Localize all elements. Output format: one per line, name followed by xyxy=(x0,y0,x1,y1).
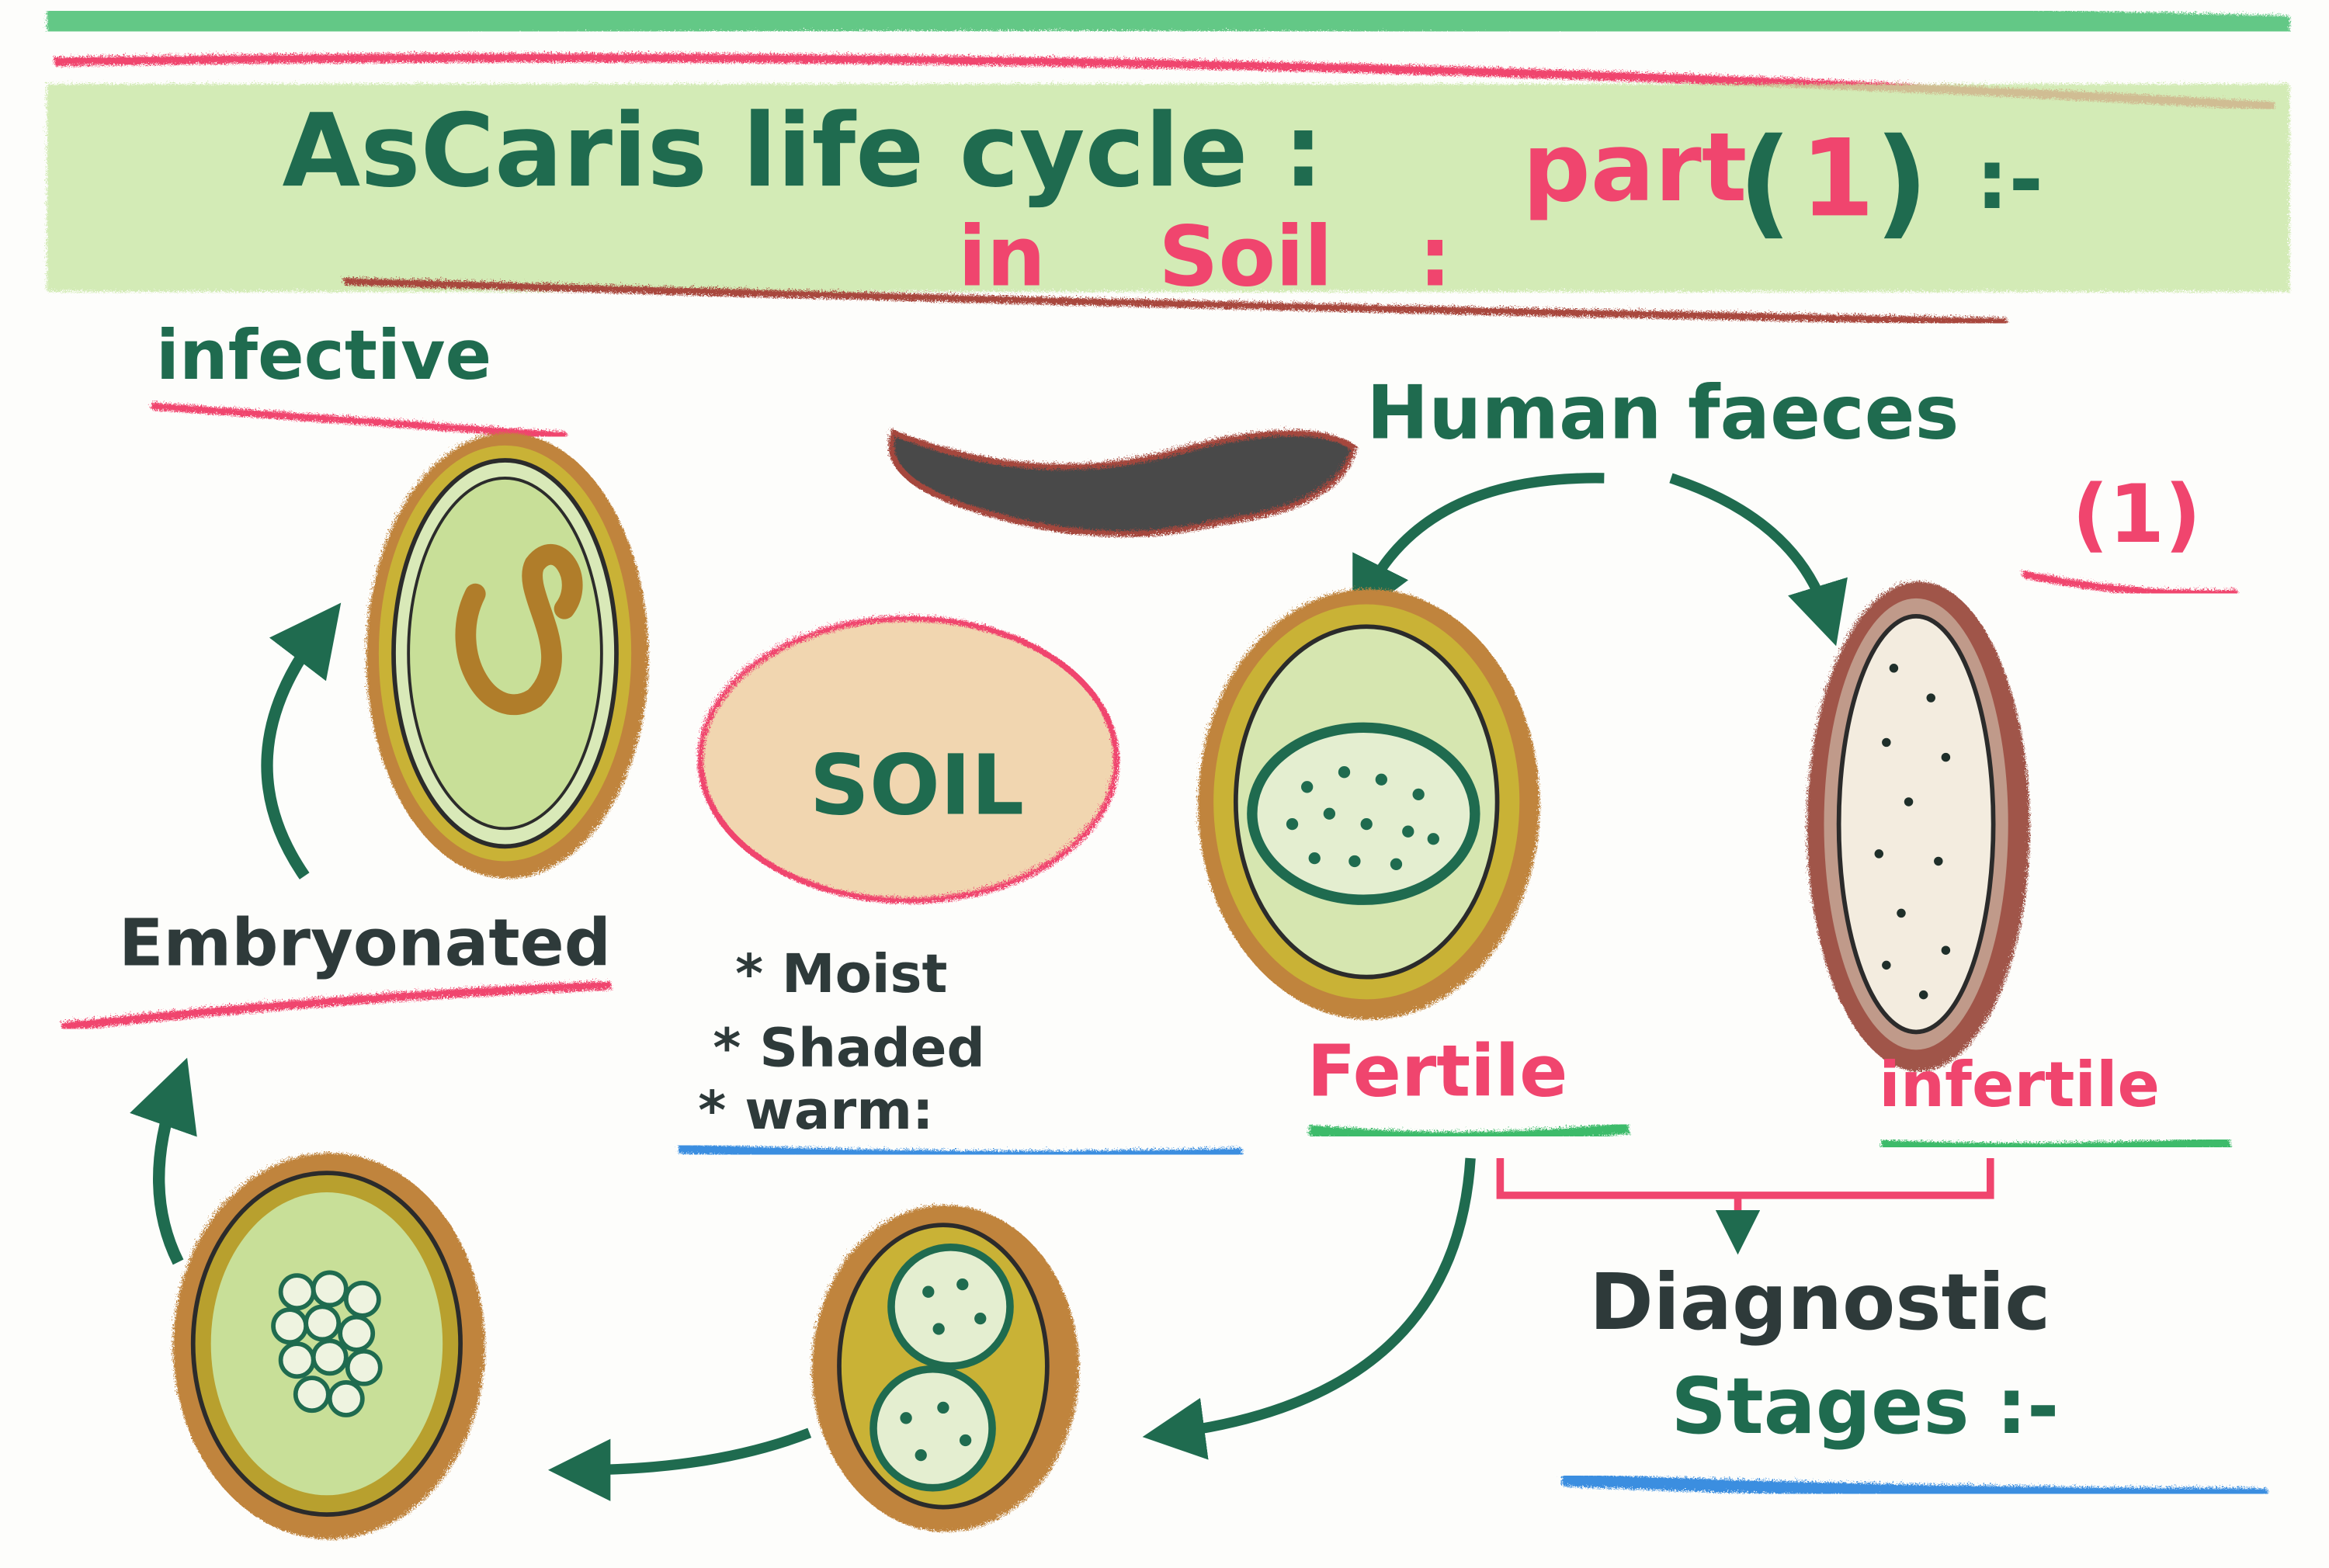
infective-underline xyxy=(148,400,565,438)
arrow-to-fertile xyxy=(1352,473,1605,623)
title-text: AsCaris life cycle : xyxy=(283,92,1324,210)
fertile-underline xyxy=(1306,1119,1627,1142)
title-banner xyxy=(43,0,2288,324)
embryonated-label: Embryonated xyxy=(119,904,611,980)
faeces-number: (1) xyxy=(2072,468,2201,561)
subtitle-in: in xyxy=(958,209,1046,305)
title-part-number: 1 xyxy=(1800,116,1875,241)
subtitle-soil: Soil xyxy=(1158,209,1332,305)
infertile-label: infertile xyxy=(1879,1048,2160,1121)
subtitle-colon: : xyxy=(1418,209,1452,305)
diagnostic-label-line2: Stages :- xyxy=(1671,1362,2059,1452)
infertile-underline xyxy=(1878,1134,2229,1153)
arrow-to-infertile xyxy=(1669,473,1848,647)
title-part: part xyxy=(1522,112,1747,223)
arrow-two-cell-to-morula xyxy=(547,1428,812,1501)
two-cell-egg xyxy=(809,1202,1078,1530)
faeces-illustration xyxy=(886,426,1355,535)
arrow-fertile-to-two-cell xyxy=(1142,1157,1476,1460)
infertile-egg xyxy=(1804,579,2028,1070)
soil-cloud xyxy=(695,613,1117,902)
number-underline xyxy=(2019,567,2236,595)
condition-warm: * warm: xyxy=(698,1080,933,1142)
title-suffix: :- xyxy=(1976,132,2043,228)
title-paren-close: ) xyxy=(1875,113,1929,252)
infective-label: infective xyxy=(156,315,491,395)
diagnostic-underline xyxy=(1559,1470,2265,1500)
diagnostic-label-line1: Diagnostic xyxy=(1589,1258,2050,1348)
condition-shaded: * Shaded xyxy=(713,1017,984,1079)
diagnostic-bracket xyxy=(1496,1158,1994,1233)
conditions-underline xyxy=(675,1141,1241,1159)
fertile-egg xyxy=(1196,586,1538,1018)
fertile-label: Fertile xyxy=(1307,1030,1568,1113)
arrow-embryonated-to-infective xyxy=(261,602,342,879)
condition-moist: * Moist xyxy=(735,943,947,1005)
embryonated-underline xyxy=(58,978,609,1029)
title-paren-open: ( xyxy=(1738,113,1793,252)
human-faeces-label: Human faeces xyxy=(1366,369,1959,456)
soil-label: SOIL xyxy=(810,737,1024,834)
arrow-morula-to-embryonated xyxy=(130,1057,197,1265)
morula-egg xyxy=(171,1150,483,1537)
infective-egg-with-larva xyxy=(363,430,647,876)
